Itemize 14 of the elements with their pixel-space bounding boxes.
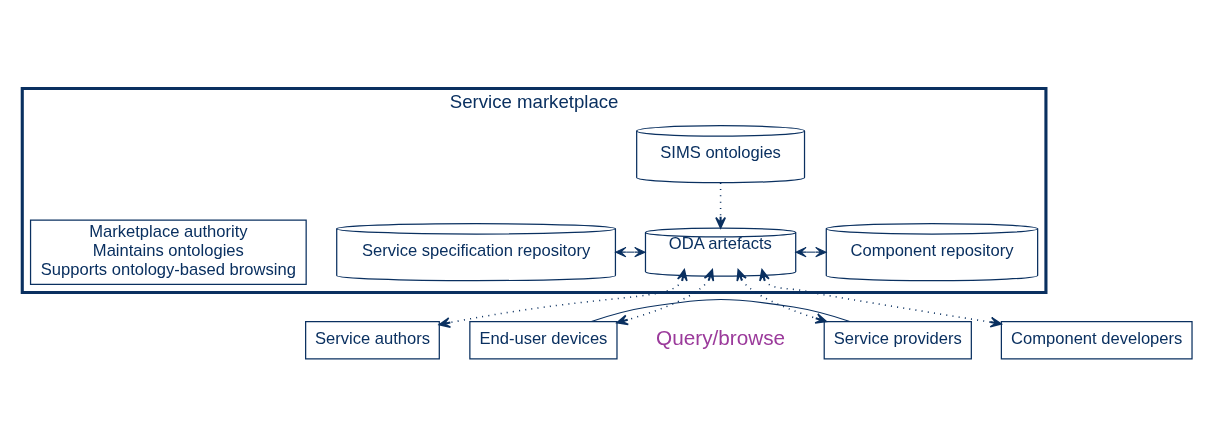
label: Query/browse: [656, 326, 786, 350]
node-box: Service authors: [305, 320, 440, 360]
arrow: [736, 268, 828, 324]
arrow: [715, 182, 727, 229]
node-box: End-user devices: [469, 320, 618, 360]
arrow: [759, 268, 1002, 328]
arrow: [615, 246, 646, 258]
arrow: [616, 268, 715, 326]
node-box: Marketplace authority Maintains ontologies Supports ontology-based browsing: [29, 219, 307, 285]
node-box: Component developers: [1000, 320, 1193, 360]
arrow: [438, 268, 688, 328]
arrow: [795, 246, 827, 258]
connector: [590, 299, 851, 323]
node-box: Service providers: [823, 320, 972, 360]
